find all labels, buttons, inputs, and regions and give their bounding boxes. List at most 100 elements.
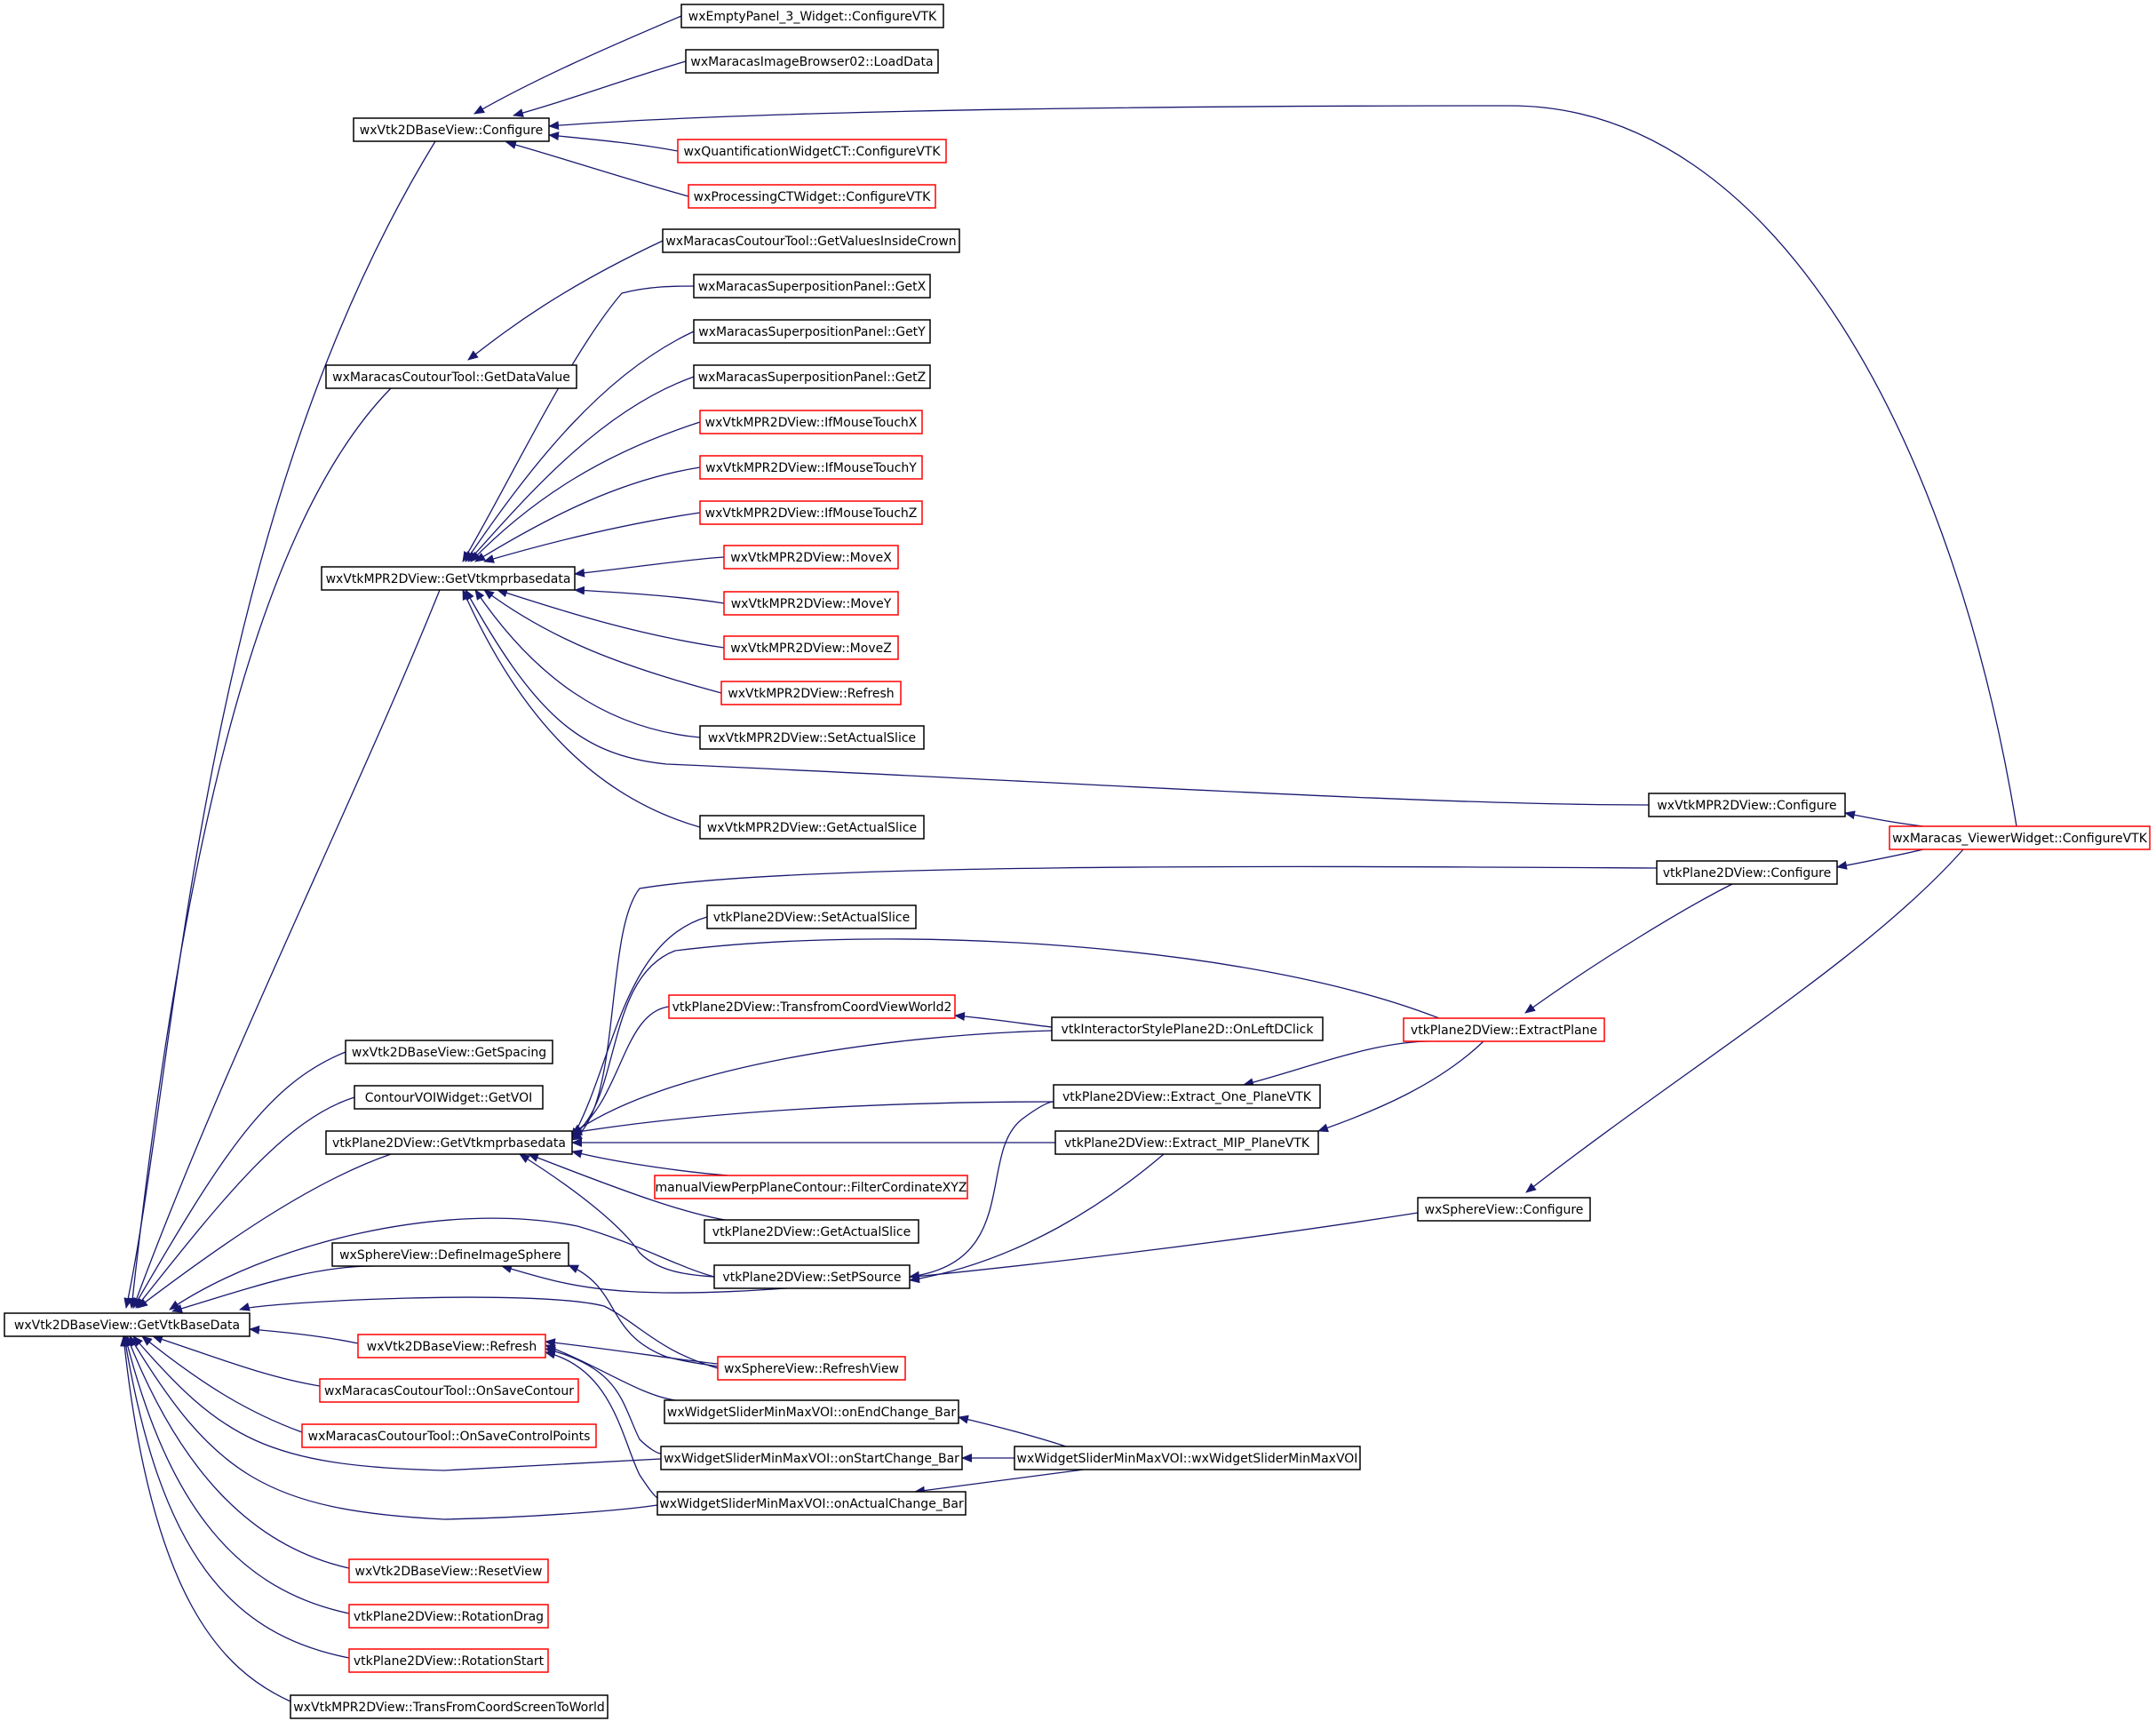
node-box [1054,1130,1319,1155]
graph-node-n17[interactable]: wxVtkMPR2DView::MoveZ [723,635,899,660]
node-box [662,228,960,253]
node-label: vtkPlane2DView::RotationDrag [354,1610,544,1624]
graph-node-n45[interactable]: wxWidgetSliderMinMaxVOI::onActualChange_… [656,1491,967,1516]
edge-n12-to-n8 [470,421,701,562]
graph-node-n21[interactable]: wxVtkMPR2DView::GetActualSlice [699,815,925,840]
graph-node-n1[interactable]: wxVtk2DBaseView::Configure [353,117,550,142]
node-label: ContourVOIWidget::GetVOI [365,1091,533,1105]
graph-node-n27[interactable]: vtkPlane2DView::ExtractPlane [1403,1017,1605,1042]
edge-n39-to-root [239,1296,719,1369]
node-box [693,364,931,389]
graph-node-n36[interactable]: wxSphereView::DefineImageSphere [331,1242,569,1267]
node-box [717,1356,906,1381]
edge-n8-to-root [132,589,441,1309]
node-label: wxVtkMPR2DView::Refresh [728,687,894,701]
graph-node-root[interactable]: wxVtk2DBaseView::GetVtkBaseData [4,1312,251,1337]
edge-n13-to-n8 [474,466,701,562]
graph-node-n2[interactable]: wxEmptyPanel_3_Widget::ConfigureVTK [680,4,944,28]
edges-layer [120,15,2017,1702]
graph-node-n14[interactable]: wxVtkMPR2DView::IfMouseTouchZ [699,500,923,525]
graph-node-n40[interactable]: wxWidgetSliderMinMaxVOI::onEndChange_Bar [664,1399,959,1424]
graph-node-n41[interactable]: wxMaracasCoutourTool::OnSaveContour [319,1378,579,1403]
node-box [685,49,939,74]
graph-node-n38[interactable]: wxVtk2DBaseView::Refresh [357,1334,546,1358]
edge-n48-to-root [121,1335,350,1659]
graph-node-n49[interactable]: wxVtkMPR2DView::TransFromCoordScreenToWo… [290,1694,609,1719]
node-box [723,635,899,660]
edge-n46-to-root [126,1335,350,1569]
edge-n26-to-n31 [571,1030,1053,1135]
graph-node-n29[interactable]: ContourVOIWidget::GetVOI [354,1085,544,1110]
graph-node-n12[interactable]: wxVtkMPR2DView::IfMouseTouchX [699,410,923,434]
graph-node-n4[interactable]: wxQuantificationWidgetCT::ConfigureVTK [677,139,947,163]
node-label: vtkPlane2DView::Extract_One_PlaneVTK [1062,1090,1312,1104]
graph-node-n6[interactable]: wxMaracasCoutourTool::GetDataValue [325,364,577,389]
edge-n4-to-n1 [548,131,679,152]
graph-node-n31[interactable]: vtkPlane2DView::GetVtkmprbasedata [325,1130,573,1155]
graph-node-n13[interactable]: wxVtkMPR2DView::IfMouseTouchY [699,455,923,480]
node-box [345,1040,553,1064]
node-box [348,1558,549,1583]
graph-node-n10[interactable]: wxMaracasSuperpositionPanel::GetY [693,319,931,344]
edge-n22-to-n23 [1836,849,1924,870]
graph-node-n35[interactable]: vtkPlane2DView::GetActualSlice [704,1219,919,1244]
edge-n1-to-root [123,140,436,1309]
graph-node-n7[interactable]: wxMaracasCoutourTool::GetValuesInsideCro… [662,228,960,253]
graph-node-n18[interactable]: wxVtkMPR2DView::Refresh [720,681,902,705]
graph-node-n44[interactable]: wxWidgetSliderMinMaxVOI::wxWidgetSliderM… [1014,1446,1361,1470]
node-label: wxWidgetSliderMinMaxVOI::onEndChange_Bar [667,1406,956,1420]
graph-node-n9[interactable]: wxMaracasSuperpositionPanel::GetX [693,274,931,299]
edge-n26-to-n25 [954,1011,1053,1028]
node-label: vtkPlane2DView::Configure [1663,866,1831,880]
node-box [357,1334,546,1358]
edge-n32-to-n37 [909,1153,1165,1284]
edge-n27-to-n23 [1524,883,1733,1014]
node-label: wxMaracasCoutourTool::GetDataValue [332,370,570,385]
node-label: wxMaracasSuperpositionPanel::GetX [698,280,927,294]
node-label: wxWidgetSliderMinMaxVOI::wxWidgetSliderM… [1017,1452,1358,1466]
node-box [319,1378,579,1403]
graph-node-n22[interactable]: wxMaracas_ViewerWidget::ConfigureVTK [1889,825,2151,850]
node-label: vtkInteractorStylePlane2D::OnLeftDClick [1062,1023,1315,1037]
node-box [354,1085,544,1110]
graph-node-n25[interactable]: vtkPlane2DView::TransfromCoordViewWorld2 [668,994,956,1019]
graph-node-n5[interactable]: wxProcessingCTWidget::ConfigureVTK [688,184,936,209]
edge-n43-to-root [132,1335,662,1471]
graph-node-n42[interactable]: wxMaracasCoutourTool::OnSaveControlPoint… [301,1423,597,1448]
graph-node-n19[interactable]: wxVtkMPR2DView::SetActualSlice [699,725,925,750]
graph-node-n15[interactable]: wxVtkMPR2DView::MoveX [723,545,899,570]
node-label: wxVtkMPR2DView::SetActualSlice [708,731,916,745]
graph-node-n20[interactable]: wxVtkMPR2DView::Configure [1648,793,1846,817]
graph-node-n23[interactable]: vtkPlane2DView::Configure [1656,860,1838,885]
graph-node-n46[interactable]: wxVtk2DBaseView::ResetView [348,1558,549,1583]
node-label: wxMaracasImageBrowser02::LoadData [690,55,933,69]
graph-node-n32[interactable]: vtkPlane2DView::Extract_MIP_PlaneVTK [1054,1130,1319,1155]
graph-node-n47[interactable]: vtkPlane2DView::RotationDrag [348,1604,549,1629]
graph-node-n26[interactable]: vtkInteractorStylePlane2D::OnLeftDClick [1051,1016,1324,1041]
edge-n18-to-n8 [483,589,722,694]
node-label: wxProcessingCTWidget::ConfigureVTK [694,190,932,204]
graph-node-n34[interactable]: wxSphereView::Configure [1417,1197,1591,1222]
node-box [704,1219,919,1244]
graph-node-n16[interactable]: wxVtkMPR2DView::MoveY [723,591,899,616]
node-label: wxVtkMPR2DView::MoveX [730,551,892,565]
graph-node-n28[interactable]: wxVtk2DBaseView::GetSpacing [345,1040,553,1064]
graph-node-n11[interactable]: wxMaracasSuperpositionPanel::GetZ [693,364,931,389]
graph-node-n37[interactable]: vtkPlane2DView::SetPSource [713,1264,911,1289]
graph-node-n48[interactable]: vtkPlane2DView::RotationStart [348,1648,549,1673]
graph-node-n43[interactable]: wxWidgetSliderMinMaxVOI::onStartChange_B… [660,1446,963,1470]
node-label: vtkPlane2DView::SetActualSlice [713,911,910,925]
graph-node-n33[interactable]: manualViewPerpPlaneContour::FilterCordin… [654,1175,968,1199]
graph-node-n24[interactable]: vtkPlane2DView::SetActualSlice [706,904,917,929]
graph-node-n30[interactable]: vtkPlane2DView::Extract_One_PlaneVTK [1053,1084,1321,1109]
edge-n49-to-root [120,1335,291,1702]
graph-node-n39[interactable]: wxSphereView::RefreshView [717,1356,906,1381]
edge-n44-to-n45 [914,1469,1085,1495]
node-box [664,1399,959,1424]
edge-n45-to-n38 [545,1350,658,1499]
graph-node-n3[interactable]: wxMaracasImageBrowser02::LoadData [685,49,939,74]
graph-node-n8[interactable]: wxVtkMPR2DView::GetVtkmprbasedata [321,566,576,591]
node-label: wxVtkMPR2DView::IfMouseTouchZ [705,506,918,521]
edge-n22-to-n34 [1525,849,1964,1193]
